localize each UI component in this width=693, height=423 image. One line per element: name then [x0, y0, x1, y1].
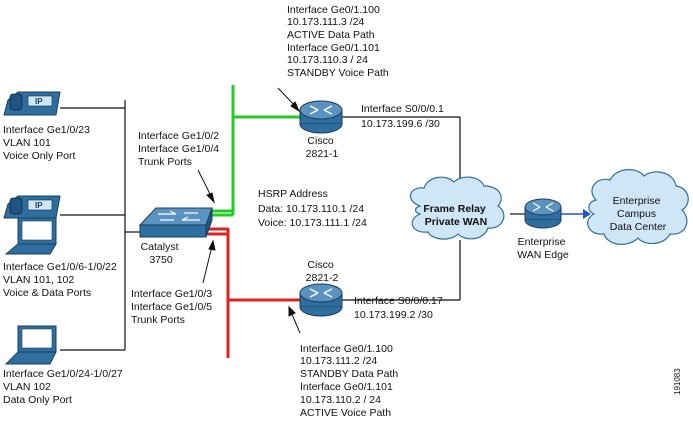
campus-label: Enterprise Campus Data Center: [610, 195, 667, 233]
catalyst-switch-icon: [138, 207, 213, 238]
phone-1-label: Interface Ge1/0/23 VLAN 101 Voice Only P…: [3, 124, 93, 162]
campus-link-arrowhead: [583, 209, 591, 219]
ip-phone-icon: IP: [3, 195, 61, 219]
router1-wan-label: Interface S0/0/0.1 10.173.199.6 /30: [361, 103, 447, 130]
router1-lan-label: Interface Ge0/1.100 10.173.111.3 /24 ACT…: [287, 4, 389, 79]
router1-name-label: Cisco 2821-1: [306, 135, 339, 160]
campus-cloud-icon: [587, 169, 689, 245]
phone-2-label: Interface Ge1/0/6-1/0/22 VLAN 101, 102 V…: [3, 261, 120, 299]
laptop-icon: [4, 325, 57, 365]
red-trunk-link: [204, 227, 300, 358]
figure-id: 191083: [673, 368, 682, 395]
laptop-icon: [4, 217, 57, 255]
svg-text:IP: IP: [35, 97, 43, 106]
svg-text:IP: IP: [35, 201, 43, 210]
wan-edge-label: Enterprise WAN Edge: [517, 236, 569, 261]
router2-name-label: Cisco 2821-2: [306, 259, 339, 284]
wan-edge-router-icon: [524, 198, 562, 229]
frame-relay-label: Frame Relay Private WAN: [423, 203, 488, 228]
frame-relay-cloud-icon: [409, 176, 505, 240]
trunk-upper-label: Interface Ge1/0/2 Interface Ge1/0/4 Trun…: [138, 130, 222, 168]
access-wiring: [60, 100, 140, 351]
trunk-lower-label: Interface Ge1/0/3 Interface Ge1/0/5 Trun…: [131, 288, 215, 326]
router2-lan-label: Interface Ge0/1.100 10.173.111.2 /24 STA…: [300, 343, 401, 419]
ip-phone-icon: IP: [3, 91, 61, 116]
phone-3-label: Interface Ge1/0/24-1/0/27 VLAN 102 Data …: [3, 368, 126, 406]
hsrp-label: HSRP Address Data: 10.173.110.1 /24 Voic…: [258, 188, 367, 229]
switch-label: Catalyst 3750: [141, 241, 182, 266]
router2-wan-label: Interface S0/0/0.17 10.173.199.2 /30: [354, 295, 446, 321]
green-trunk-link: [210, 85, 300, 217]
router-icon: [299, 283, 343, 317]
pointer-arrows: [197, 87, 301, 334]
router-icon: [299, 100, 343, 134]
